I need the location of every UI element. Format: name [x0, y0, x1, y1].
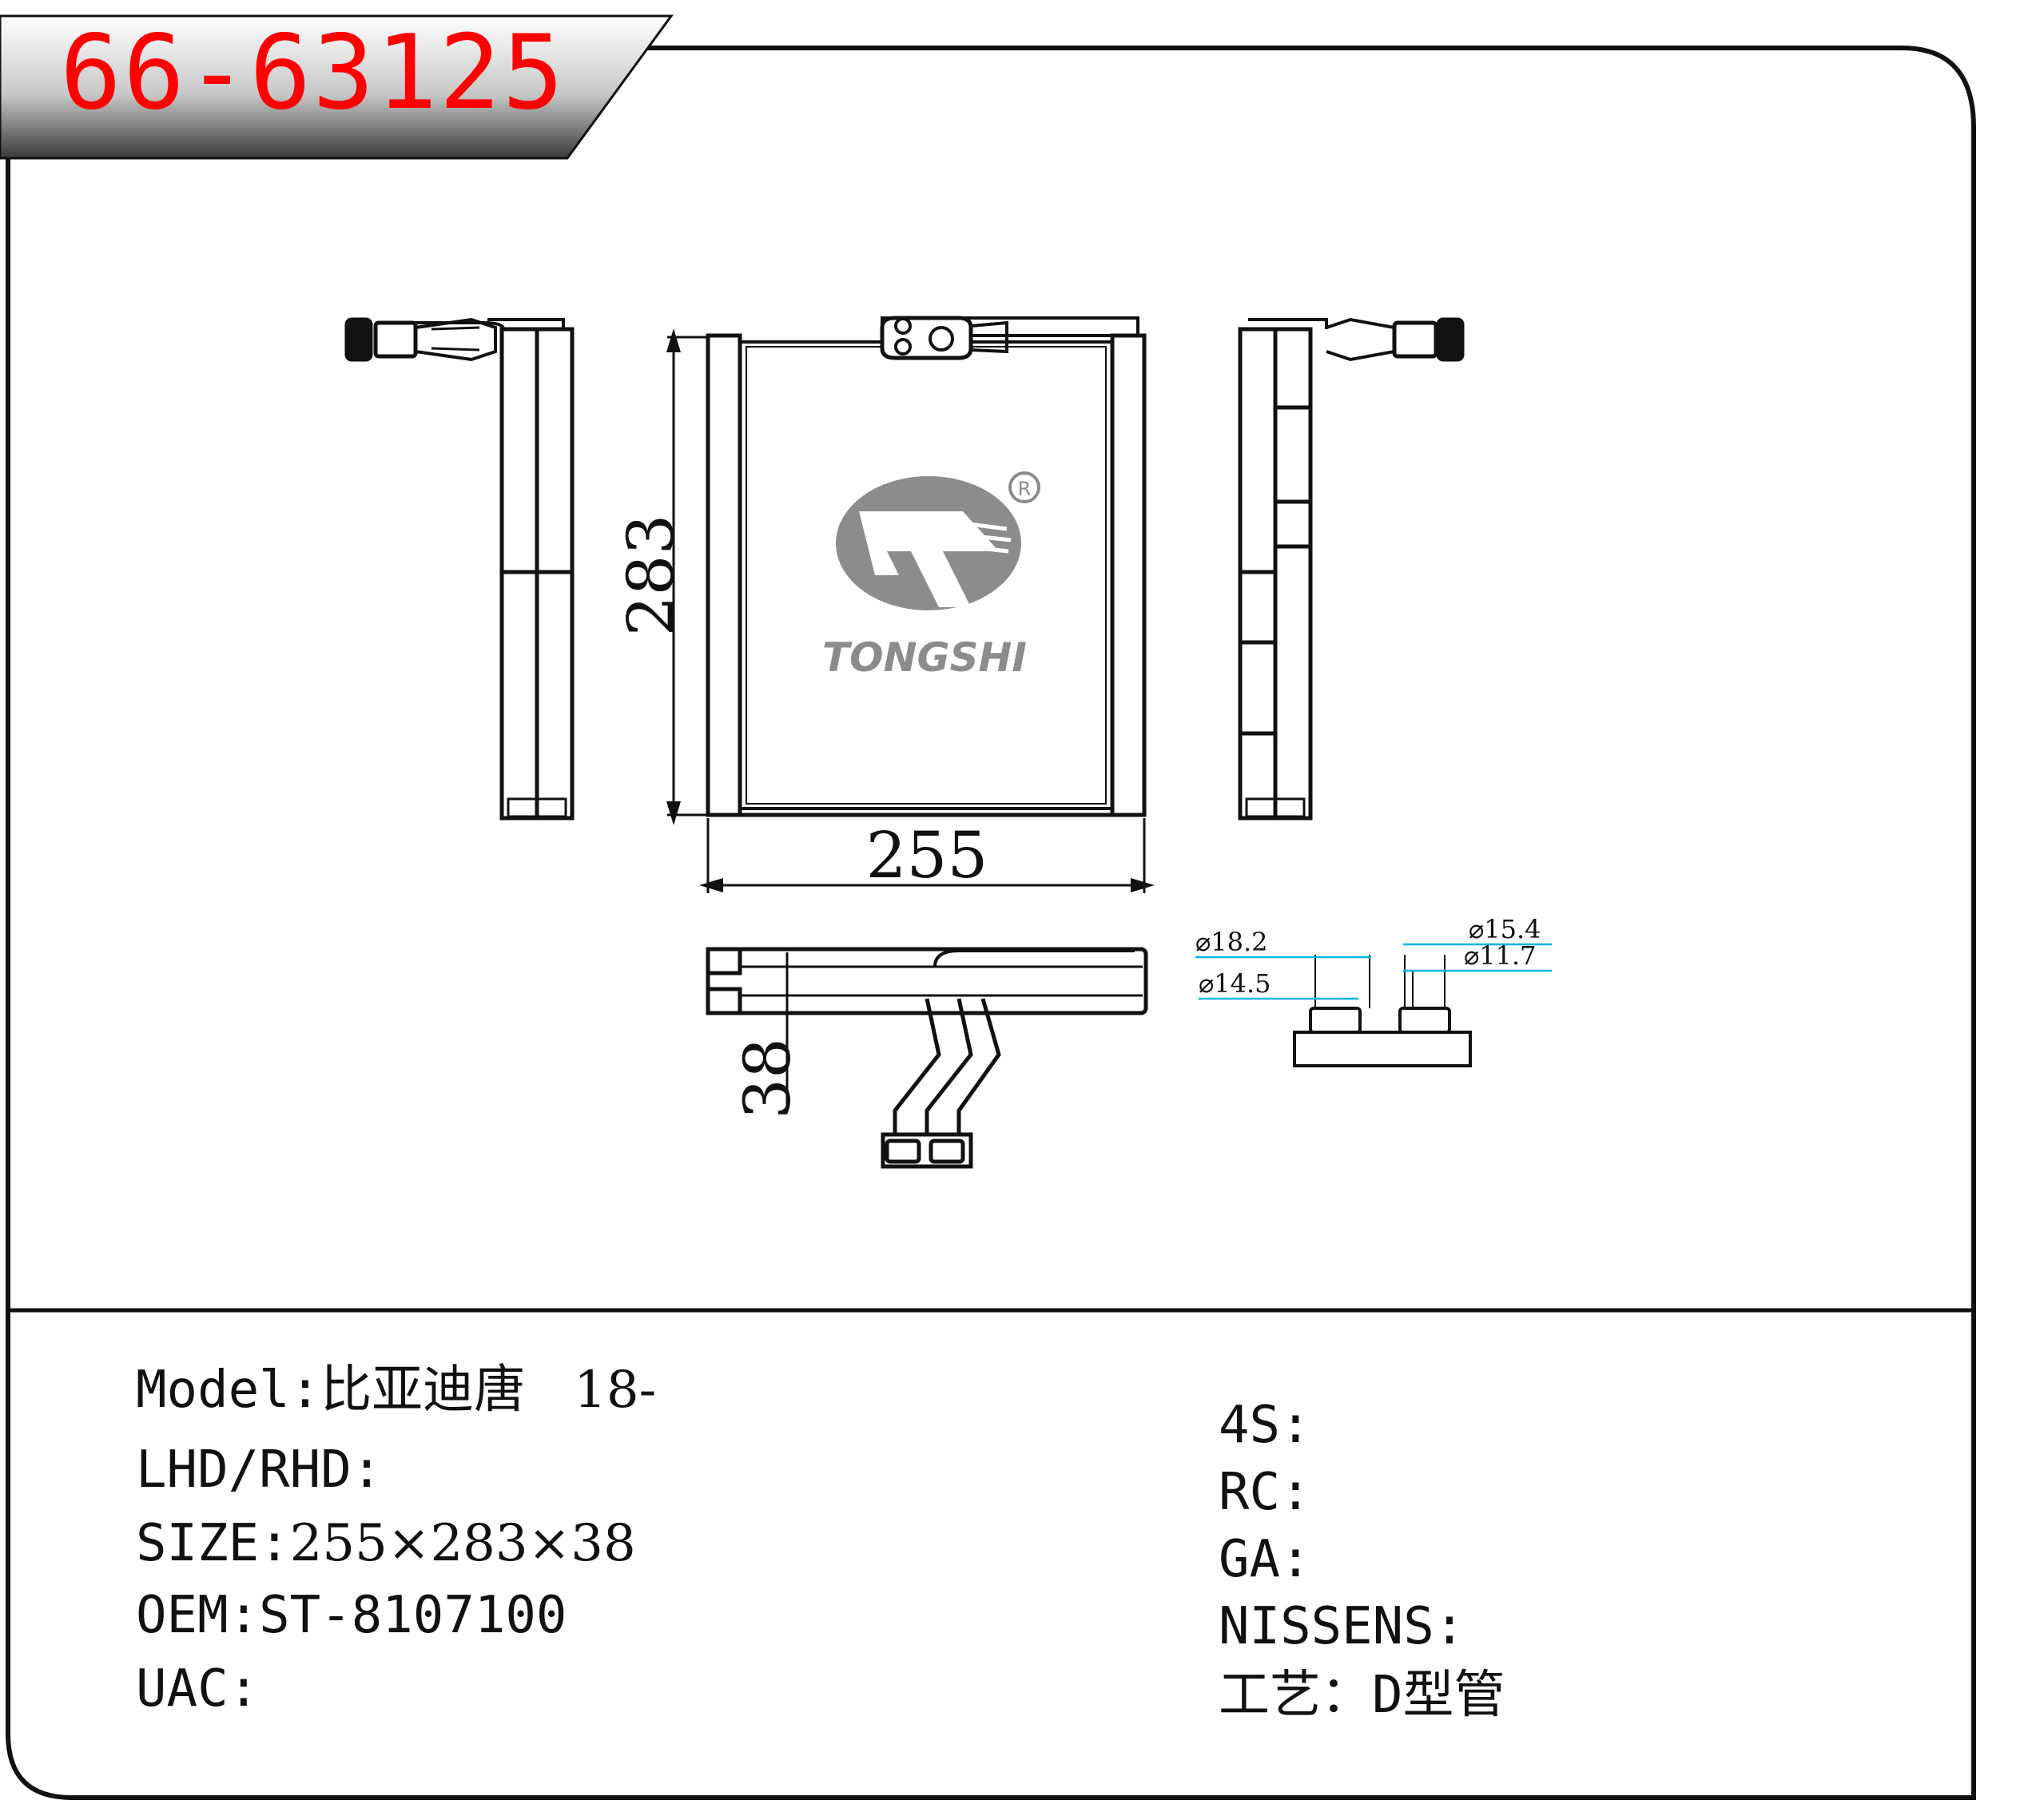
spec-rc: RC: [1219, 1463, 1311, 1522]
diameter-leaders [1195, 943, 1552, 1000]
title-banner [0, 14, 674, 160]
dia-14-5-label: ⌀14.5 [1199, 968, 1271, 999]
spec-ga: GA: [1219, 1530, 1311, 1589]
outer-frame [6, 46, 1976, 1800]
tongshi-logo: R TONGSHI [822, 471, 1040, 681]
top-view [706, 947, 1148, 1169]
spec-nissens: NISSENS: [1219, 1597, 1465, 1656]
registered-mark: R [1018, 478, 1032, 500]
registered-mark-icon [1008, 471, 1040, 503]
dia-15-4-label: ⌀15.4 [1469, 914, 1541, 944]
spec-oem: OEM:ST-8107100 [136, 1586, 567, 1645]
height-dimension [666, 328, 706, 825]
right-side-view [1238, 317, 1465, 821]
spec-lhd-rhd: LHD/RHD: [136, 1440, 383, 1500]
height-value: 283 [614, 515, 688, 637]
spec-4s: 4S: [1219, 1396, 1311, 1455]
spec-process: 工艺：D型管 [1219, 1666, 1505, 1725]
width-value: 255 [866, 818, 988, 892]
spec-size: SIZE:255×283×38 [136, 1514, 636, 1573]
brand-name: TONGSHI [822, 634, 1027, 681]
dia-11-7-label: ⌀11.7 [1464, 940, 1537, 971]
front-view [706, 316, 1147, 817]
spec-uac: UAC: [136, 1659, 260, 1719]
fitting-detail [1293, 955, 1472, 1067]
spec-model: Model:比亚迪唐 18- [136, 1361, 657, 1420]
depth-dimension [775, 948, 831, 1111]
dia-18-2-label: ⌀18.2 [1195, 927, 1268, 957]
left-side-view [344, 317, 575, 821]
width-dimension [699, 818, 1155, 893]
depth-value: 38 [730, 1038, 805, 1119]
part-number-title: 66-63125 [60, 14, 566, 133]
